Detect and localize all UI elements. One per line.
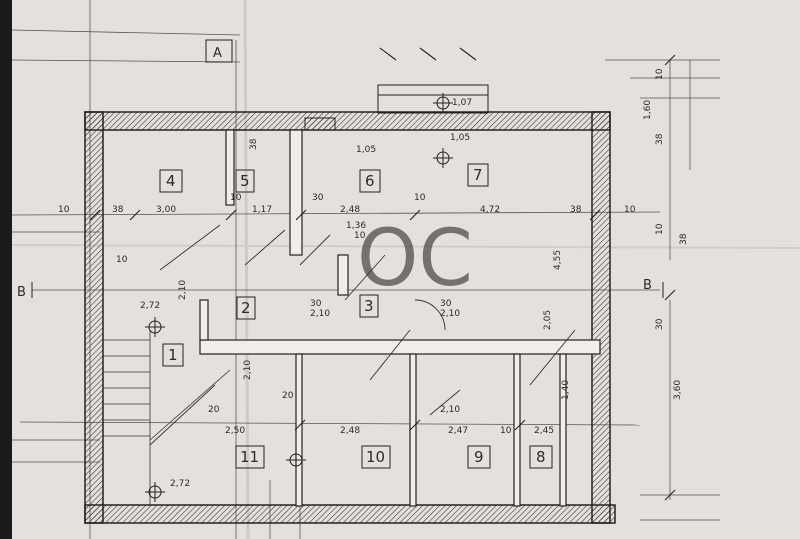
staircase [103, 330, 231, 505]
dim-top-2: 3,00 [156, 205, 176, 215]
axis-markers [31, 39, 664, 298]
room-9-label: 9 [474, 448, 484, 466]
dim-misc-0: 38 [249, 138, 259, 150]
dimension-ticks [89, 47, 676, 501]
sill-height-1: 1,05 [450, 133, 470, 143]
dim-misc-9: 2,10 [178, 280, 188, 300]
dim-top-1: 38 [112, 205, 124, 215]
dim-bottom-5: 2,45 [534, 426, 554, 436]
dim-misc-13: 2,10 [440, 405, 460, 415]
dim-misc-7: 2,10 [310, 309, 330, 319]
dim-misc-4: 30 [440, 299, 452, 309]
room-label-boxes [159, 163, 553, 469]
dim-misc-2: 10 [354, 231, 366, 241]
dim-bottom-2: 2,48 [340, 426, 360, 436]
axis-label-a: A [213, 46, 222, 61]
paper-fold [243, 0, 250, 539]
dim-top-0: 10 [58, 205, 70, 215]
dim-misc-10: 2,10 [243, 360, 253, 380]
dim-misc-3: 1,36 [346, 221, 366, 231]
room-8-label: 8 [536, 448, 546, 466]
dim-top-3: 10 [230, 193, 242, 203]
axis-a-box [205, 39, 233, 63]
dim-right-0: 10 [655, 223, 665, 235]
room-4-label: 4 [166, 172, 176, 190]
room-2-label: 2 [241, 299, 251, 317]
dim-bottom-1: 20 [282, 391, 294, 401]
room-1-label: 1 [168, 346, 178, 364]
dim-bottom-4: 10 [500, 426, 512, 436]
dim-top-10: 10 [624, 205, 636, 215]
dim-top-8: 4,72 [480, 205, 500, 215]
dim-misc-5: 2,10 [440, 309, 460, 319]
dim-top-6: 2,48 [340, 205, 360, 215]
dim-misc-6: 30 [310, 299, 322, 309]
dim-right-2: 4,55 [553, 250, 563, 270]
dim-top-7: 10 [414, 193, 426, 203]
dim-right-4: 3,60 [673, 380, 683, 400]
dim-misc-12: 20 [208, 405, 220, 415]
paper-sheet [12, 0, 800, 539]
dim-misc-8: 2,05 [543, 310, 553, 330]
axis-label-b-right: B [643, 278, 652, 293]
sill-height-0: 1,05 [356, 145, 376, 155]
outer-walls [84, 111, 616, 524]
door-swings [149, 224, 576, 446]
window-bay [304, 84, 489, 131]
dim-right-1: 38 [679, 233, 689, 245]
dim-bottom-0: 2,50 [225, 426, 245, 436]
dim-misc-11: 1,40 [561, 380, 571, 400]
room-11-label: 11 [240, 448, 259, 466]
room-6-label: 6 [365, 172, 375, 190]
dim-top-5: 30 [312, 193, 324, 203]
paper-fold [11, 244, 800, 249]
sill-height-4: 1,07 [452, 98, 472, 108]
sill-height-3: 2,72 [170, 479, 190, 489]
dim-right-5: 38 [655, 133, 665, 145]
dim-misc-1: 10 [116, 255, 128, 265]
dim-bottom-3: 2,47 [448, 426, 468, 436]
level-markers [145, 93, 453, 502]
dim-right-7: 1,60 [643, 100, 653, 120]
room-5-label: 5 [240, 172, 250, 190]
watermark: OC [357, 214, 473, 304]
dim-top-9: 38 [570, 205, 582, 215]
room-3-label: 3 [364, 297, 374, 315]
sill-height-2: 2,72 [140, 301, 160, 311]
axis-label-b-left: B [17, 285, 26, 300]
room-10-label: 10 [366, 448, 385, 466]
dim-right-6: 10 [655, 68, 665, 80]
dim-right-3: 30 [655, 318, 665, 330]
room-7-label: 7 [473, 166, 483, 184]
dim-top-4: 1,17 [252, 205, 272, 215]
